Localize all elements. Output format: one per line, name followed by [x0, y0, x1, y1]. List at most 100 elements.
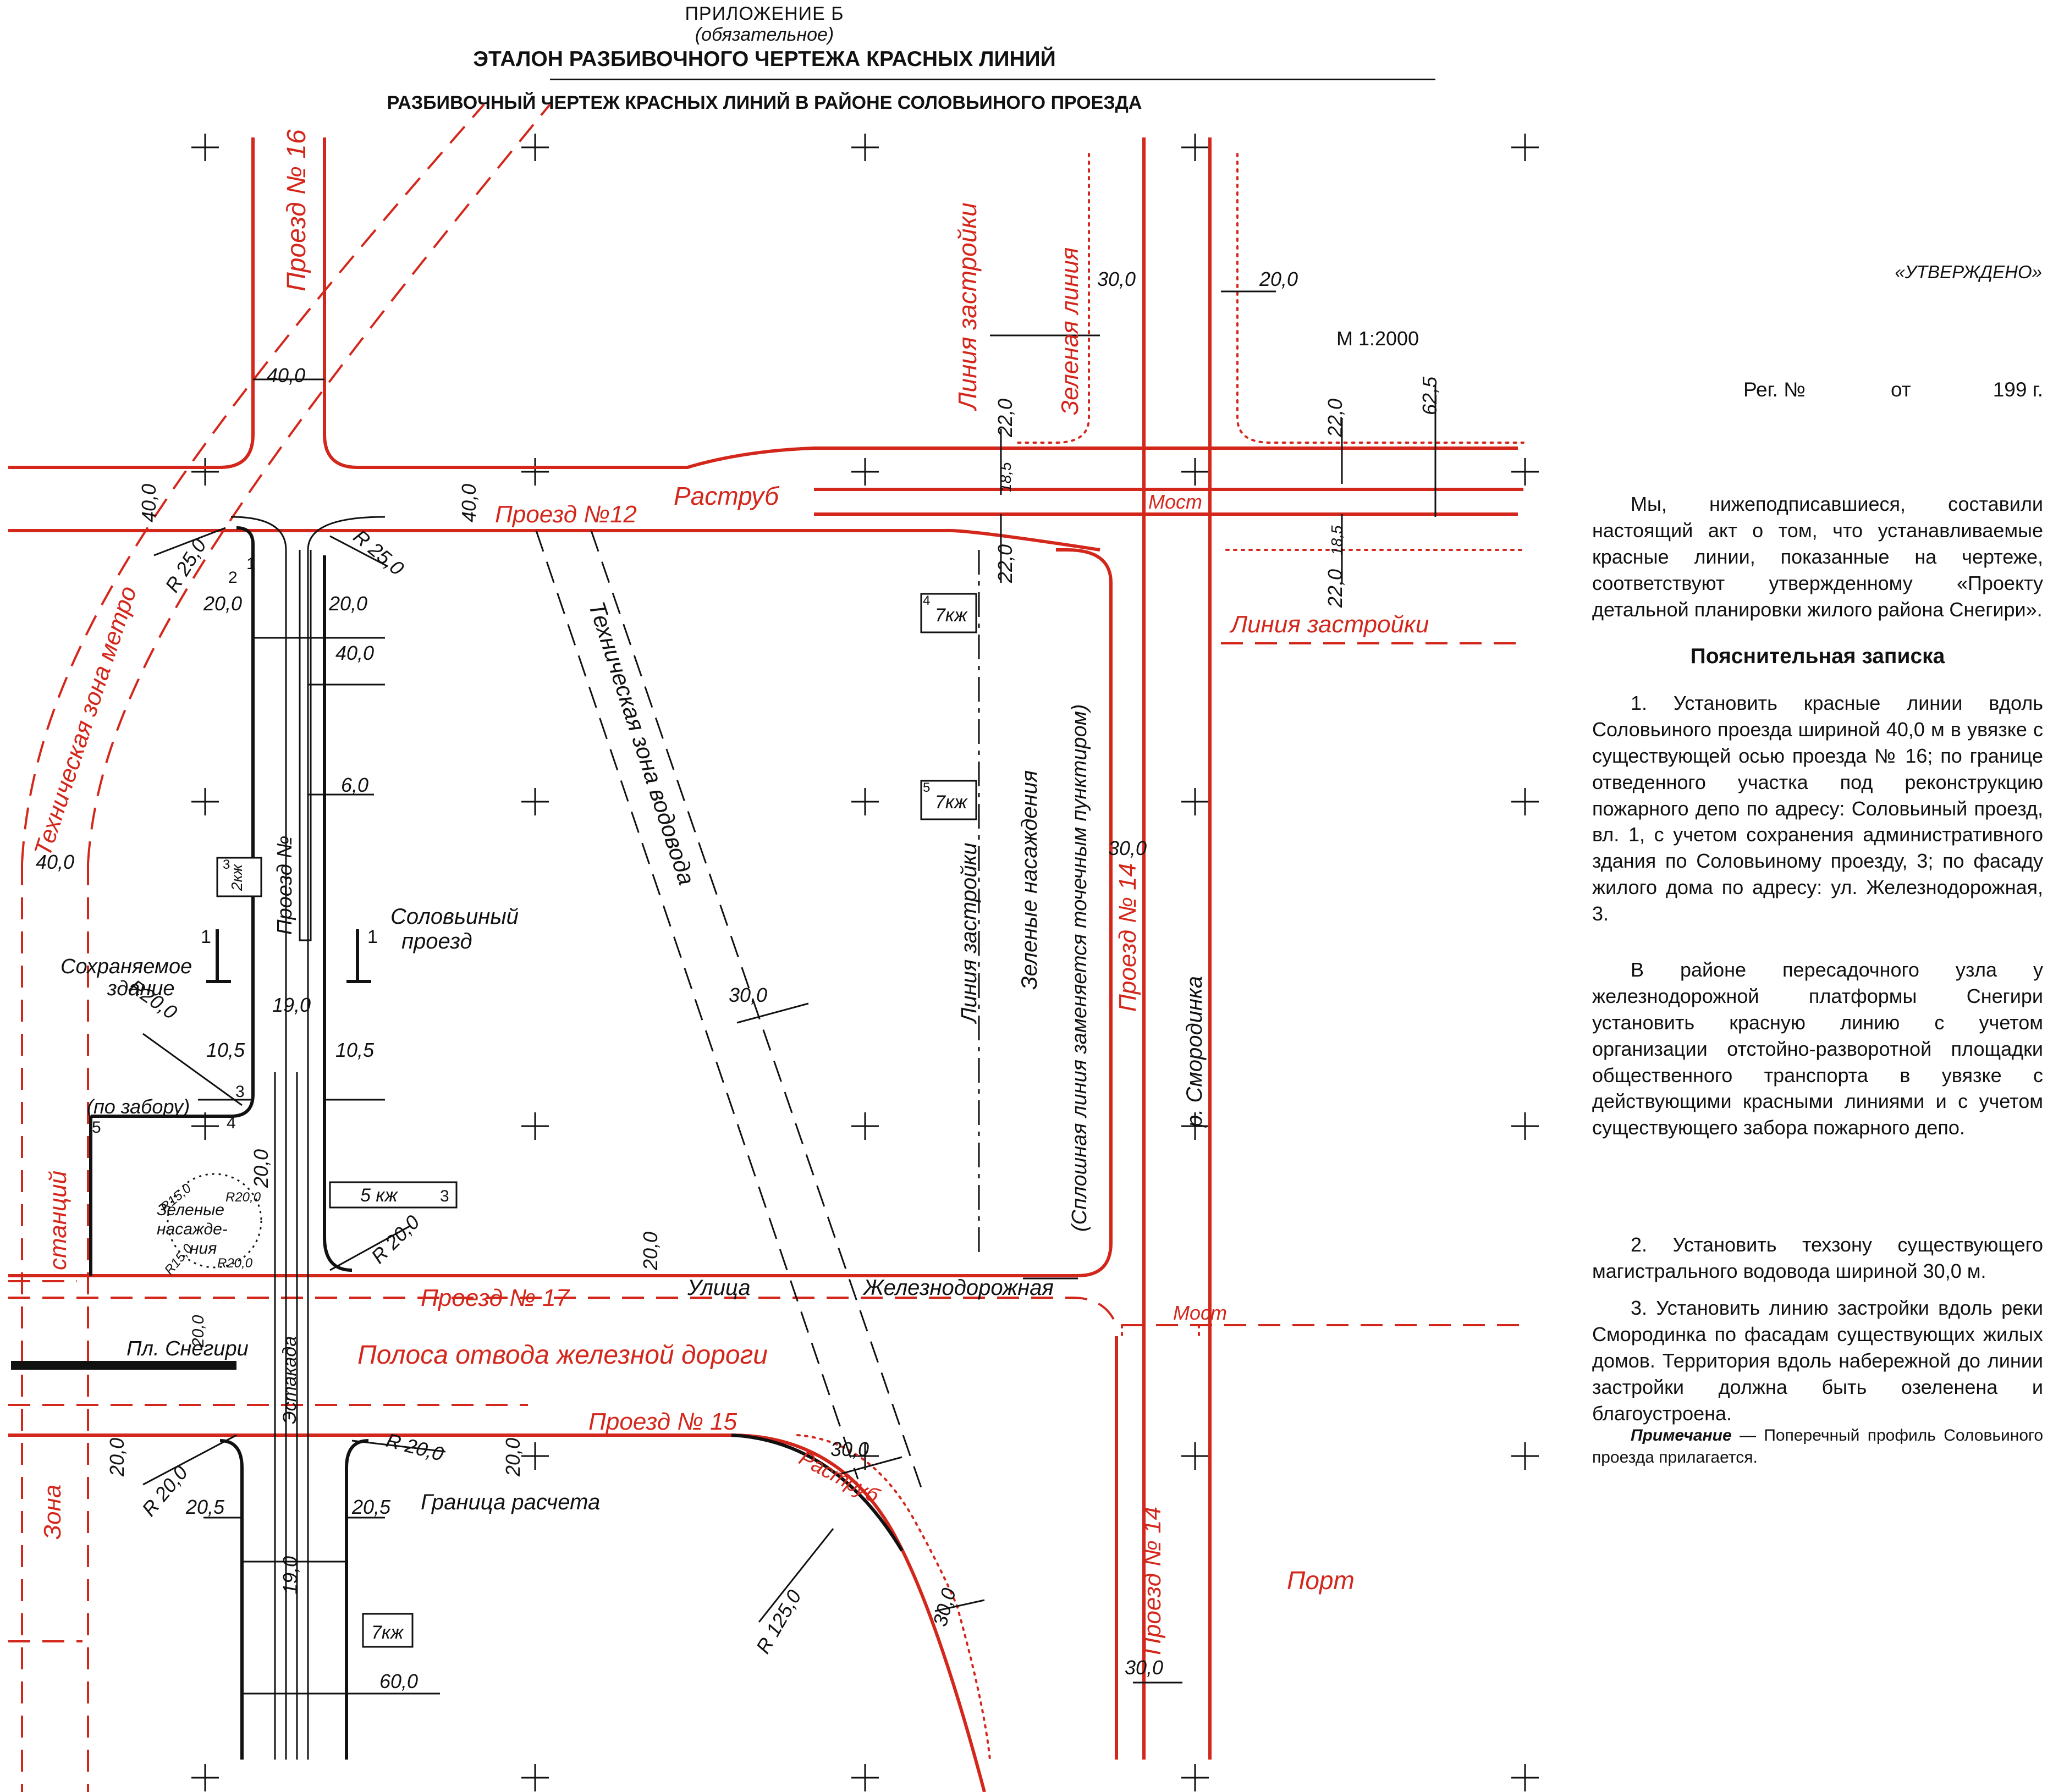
footnote-label: Примечание — [1631, 1426, 1732, 1444]
label-green-line: Зеленая линия — [1056, 247, 1083, 415]
label-7kzh-3: 7кж — [371, 1622, 404, 1643]
metro-zone-arc-inner — [87, 103, 551, 864]
scale-label: М 1:2000 — [1336, 327, 1419, 350]
label-estakada: Эстакада — [279, 1336, 300, 1424]
dim-62-5: 62,5 — [1418, 376, 1441, 415]
label-plantings: насажде- — [157, 1220, 228, 1238]
drawing-subtitle: РАЗБИВОЧНЫЙ ЧЕРТЕЖ КРАСНЫХ ЛИНИЙ В РАЙОН… — [387, 92, 1142, 113]
label-zheleznodorozhnaya: Железнодорожная — [862, 1276, 1054, 1300]
section-mark-1a: 1 — [201, 927, 211, 947]
dim-20-most: 20,0 — [1259, 268, 1298, 290]
dim-r20-e: R 20,0 — [137, 1462, 192, 1521]
dim-r20-b: R 20,0 — [367, 1211, 424, 1268]
dim-6: 6,0 — [341, 774, 368, 796]
dimension-lines — [198, 290, 1276, 1695]
green-line-west — [1016, 153, 1090, 444]
dim-18-5-b: 18,5 — [1328, 525, 1345, 555]
note-item-2: 2. Установить техзону существующего маги… — [1592, 1233, 2043, 1282]
dim-22-d: 22,0 — [1324, 569, 1346, 608]
solovyiny-corner-nw — [236, 526, 255, 545]
dim-20-a: 20,0 — [203, 592, 242, 615]
green-line-east — [1236, 153, 1524, 444]
proezd-right-inner — [307, 516, 386, 1760]
dim-60: 60,0 — [379, 1670, 418, 1692]
label-7kzh-2: 7кж — [935, 792, 968, 813]
title-rule — [550, 79, 1435, 80]
reg-year: 199 г. — [1993, 378, 2043, 401]
explanatory-note-title: Пояснительная записка — [1690, 644, 1945, 668]
label-calc-boundary: Граница расчета — [421, 1490, 600, 1514]
label-5kzh: 5 кж — [360, 1185, 398, 1206]
proezd12-south-red-line — [8, 528, 1100, 552]
label-by-fence: (по забору) — [87, 1095, 190, 1118]
label-n3b: 3 — [223, 857, 230, 872]
label-n4: 4 — [923, 593, 930, 608]
dim-30-vod-2: 30,0 — [830, 1438, 869, 1460]
dim-30-most: 30,0 — [1097, 268, 1136, 290]
note-item-1: 1. Установить красные линии вдоль Соловь… — [1592, 692, 2043, 925]
label-build-line-2: Линия застройки — [1229, 611, 1429, 638]
mandatory-label: (обязательное) — [695, 24, 834, 45]
grid-crosses — [191, 134, 1539, 1791]
label-build-line-1: Линия застройки — [953, 202, 982, 411]
label-proezd16: Проезд № 16 — [282, 129, 311, 291]
dim-30-rastrub: 30,0 — [928, 1586, 960, 1629]
label-proezd17: Проезд № 17 — [421, 1284, 570, 1311]
label-proezd15: Проезд № 15 — [588, 1408, 737, 1435]
label-proezd14-a: Проезд № 14 — [1114, 863, 1141, 1012]
rastrub-dotted — [796, 1434, 991, 1761]
label-solovyiny: Соловьиный — [390, 905, 519, 929]
label-2kzh: 2кж — [228, 863, 245, 891]
dim-22-c: 22,0 — [1324, 399, 1346, 438]
section-marks — [206, 929, 371, 983]
solovyiny-east-curb — [323, 555, 353, 1272]
dim-20-17: 20,0 — [639, 1232, 662, 1271]
label-proezd12: Проезд №12 — [495, 501, 637, 528]
bridge-dotted — [1121, 1324, 1200, 1337]
label-proezd: проезд — [401, 929, 472, 953]
dim-r25-a: R 25,0 — [161, 535, 211, 597]
dim-20-15-left: 20,0 — [106, 1438, 128, 1477]
solovyiny-west-curb — [91, 544, 255, 1118]
point-2: 2 — [228, 569, 238, 587]
label-most-2: Мост — [1173, 1302, 1227, 1324]
label-port: Порт — [1287, 1566, 1355, 1595]
point-3: 3 — [235, 1083, 245, 1101]
label-build-line-3: Линия застройки — [957, 842, 981, 1024]
dim-20-15-right: 20,0 — [502, 1438, 524, 1477]
building-7kzh-5 — [920, 780, 977, 820]
label-green-plantings: Зеленые насаждения — [1017, 770, 1042, 990]
label-proezd-no: Проезд № — [273, 836, 296, 935]
label-7kzh-1: 7кж — [935, 605, 968, 626]
south-east-curb — [345, 1439, 369, 1760]
label-most-1: Мост — [1148, 490, 1202, 513]
label-n3: 3 — [440, 1187, 449, 1205]
block-red-outline — [8, 548, 1113, 1277]
dim-20-c: 20,0 — [250, 1149, 272, 1188]
dim-r20-d: R20,0 — [217, 1256, 253, 1271]
platform-snegiri — [11, 1361, 236, 1370]
dim-40-c: 40,0 — [335, 642, 374, 664]
metro-zone-arc-outer — [21, 103, 485, 864]
note-item-1b: В районе пересадочного узла у железнодор… — [1592, 958, 2043, 1139]
point-4: 4 — [227, 1114, 236, 1132]
label-plantings-end: ния — [190, 1239, 217, 1258]
green-planting-circle — [167, 1173, 262, 1269]
label-water-zone: Техническая зона водовода — [584, 598, 700, 888]
dim-40-metro: 40,0 — [36, 851, 74, 873]
label-n5: 5 — [923, 780, 930, 795]
footnote-text: — Поперечный профиль Соловьиного проезда… — [1592, 1426, 2043, 1466]
dim-40-12: 40,0 — [458, 484, 480, 522]
dim-r20-c: R20,0 — [225, 1190, 261, 1205]
dim-20-b: 20,0 — [328, 592, 367, 615]
dim-19: 19,0 — [272, 994, 311, 1016]
dimension-lines-vertical — [1000, 385, 1436, 1684]
label-green: Зеленые — [157, 1201, 224, 1219]
south-west-curb — [219, 1439, 244, 1760]
dim-22-b: 22,0 — [994, 544, 1016, 583]
label-railway-strip: Полоса отвода железной дороги — [357, 1341, 768, 1370]
dim-30-14: 30,0 — [1108, 837, 1147, 859]
radius-arrows — [142, 527, 834, 1623]
label-dotted-note: (Сплошная линия заменяется точечным пунк… — [1068, 704, 1091, 1232]
